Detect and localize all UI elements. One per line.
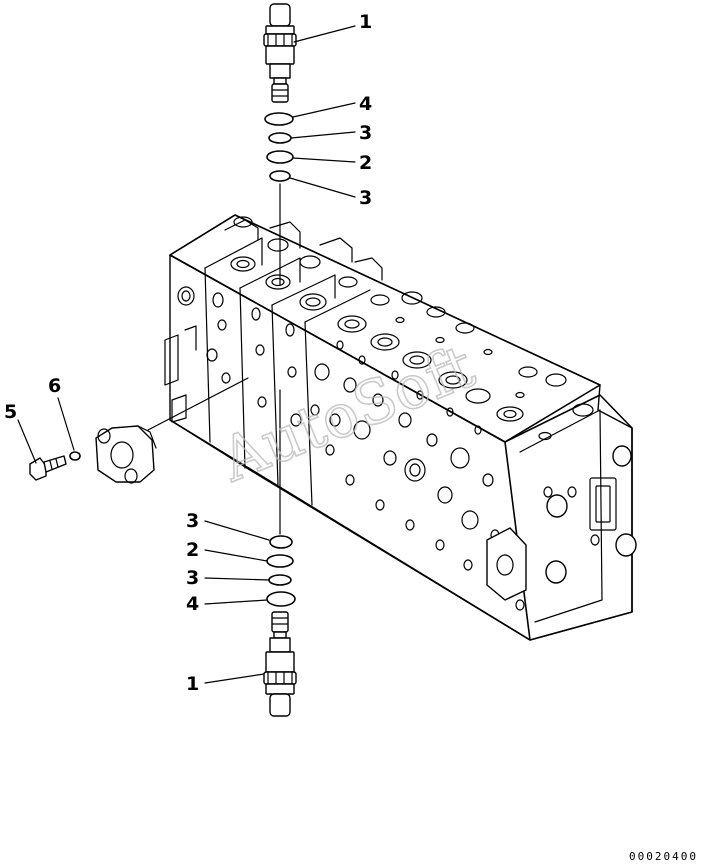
bolt-part	[29, 455, 67, 481]
callout-top-oring-b: 3	[359, 187, 372, 209]
side-ports	[177, 286, 500, 571]
callout-bottom-backup-large: 4	[186, 593, 199, 615]
bottom-oring-a	[269, 535, 293, 549]
top-cartridge-part	[263, 3, 297, 103]
top-backup-ring-large	[264, 112, 294, 126]
bottom-oring-b	[268, 574, 292, 586]
callout-top-backup-small: 2	[359, 152, 372, 174]
bottom-backup-ring-large	[266, 591, 296, 607]
flange-cover-part	[95, 425, 157, 484]
callout-top-cartridge: 1	[359, 11, 372, 33]
callout-leaders	[17, 25, 356, 684]
drawing-code: 00020400	[629, 850, 698, 863]
top-oring-b	[269, 170, 291, 182]
callout-bottom-oring-a: 3	[186, 510, 199, 532]
callout-top-backup-large: 4	[359, 93, 372, 115]
callout-bottom-backup-small: 2	[186, 539, 199, 561]
callout-bolt: 5	[4, 401, 17, 423]
bottom-cartridge-part	[263, 611, 297, 717]
control-valve-block	[164, 214, 637, 641]
callout-top-oring-a: 3	[359, 122, 372, 144]
callout-washer: 6	[48, 375, 61, 397]
top-ports	[230, 216, 594, 441]
bottom-backup-ring-small	[266, 554, 294, 568]
top-backup-ring-small	[266, 150, 294, 164]
top-oring-a	[268, 132, 292, 144]
end-cap-features	[486, 445, 637, 611]
callout-bottom-cartridge: 1	[186, 673, 199, 695]
callout-bottom-oring-b: 3	[186, 567, 199, 589]
washer-part	[69, 451, 81, 461]
assembly-axis	[147, 183, 281, 535]
